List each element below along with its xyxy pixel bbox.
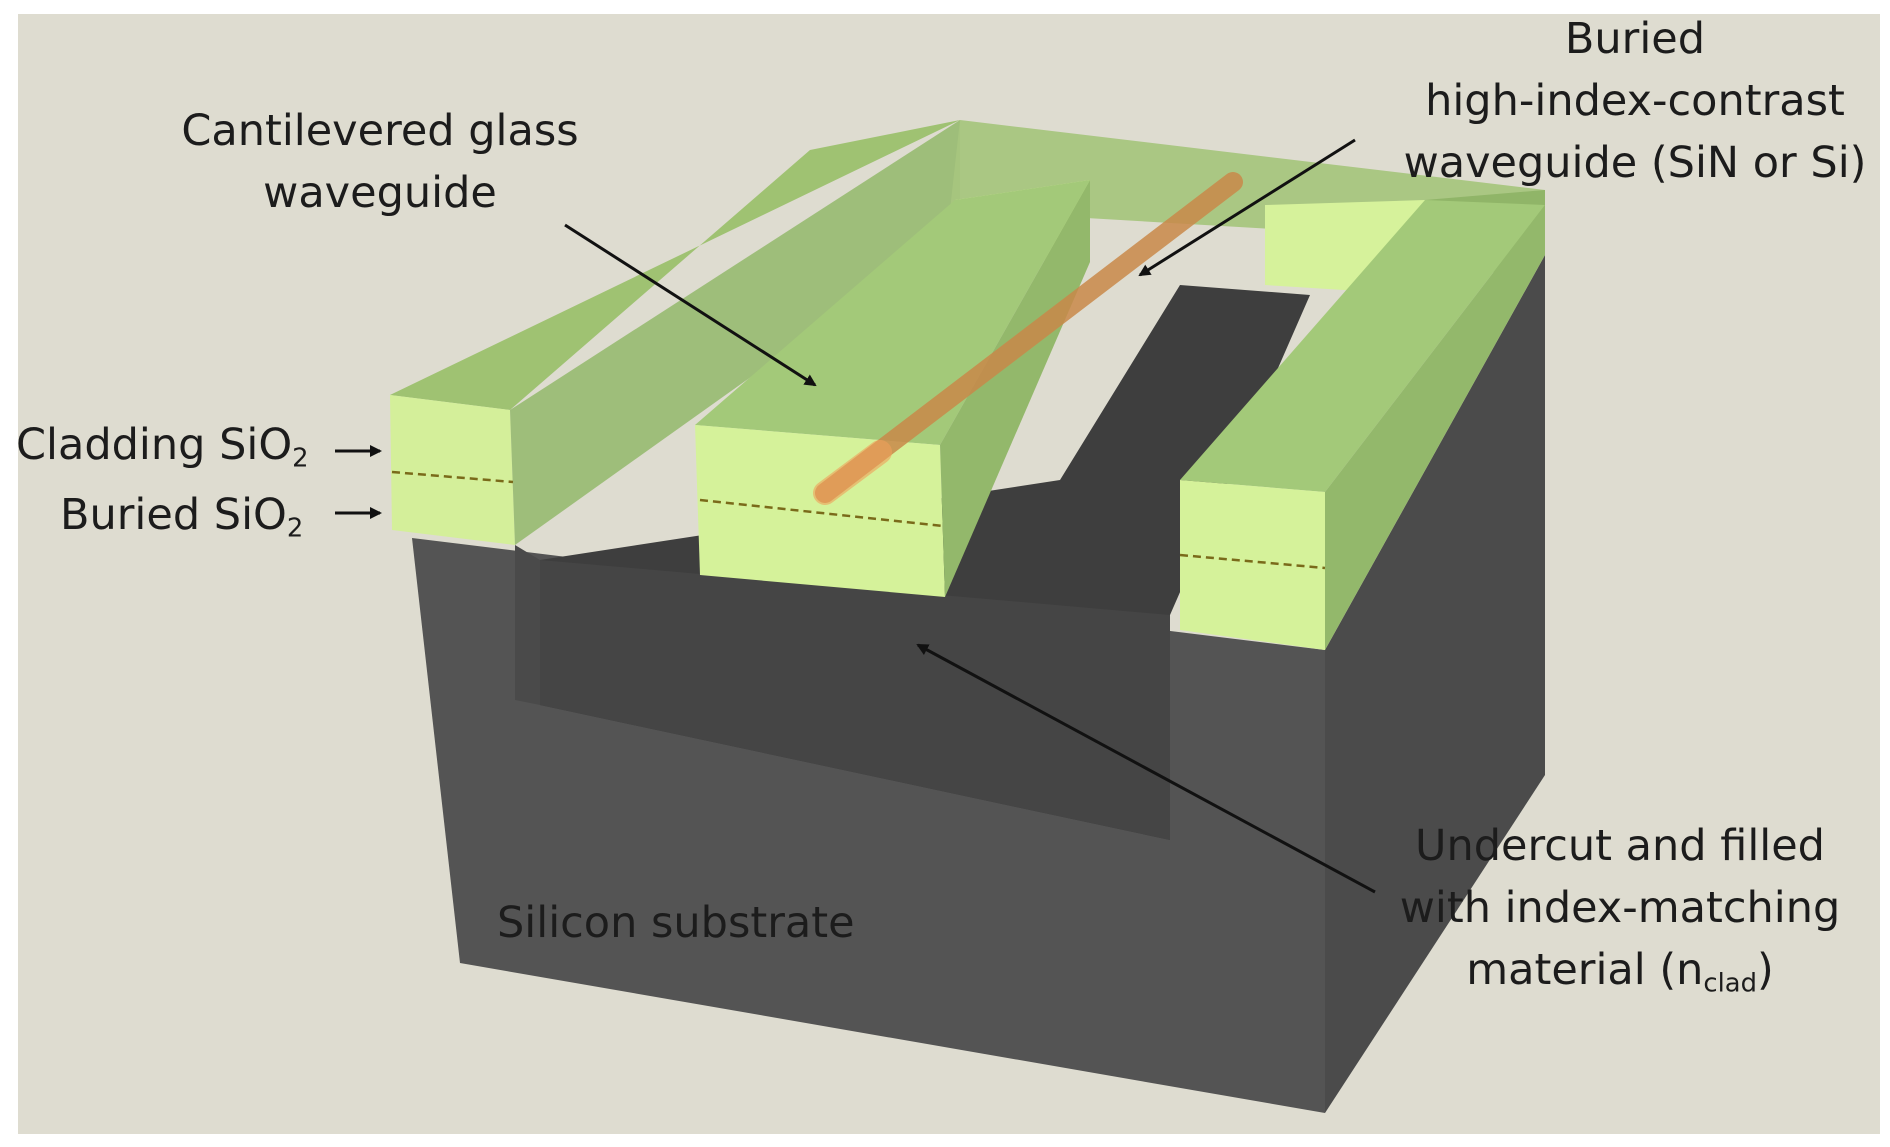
right-rail-dashed-interface	[1179, 553, 1326, 570]
label-undercut-line3-end: )	[1756, 945, 1774, 995]
right-glass-rail	[1179, 200, 1545, 650]
label-undercut-line3-main: material (n	[1466, 945, 1704, 995]
label-undercut-line1: Undercut and filled	[1415, 821, 1825, 871]
label-buried-sio2: Buried SiO2	[60, 484, 303, 546]
center-rail-dashed-interface	[699, 498, 944, 528]
label-buried-waveguide-line2: high-index-contrast	[1425, 76, 1845, 126]
substrate-right-face	[1325, 255, 1545, 1113]
right-rail-front	[1180, 480, 1325, 650]
center-cantilever-waveguide	[695, 180, 1090, 597]
buried-core	[813, 172, 1243, 505]
label-buried-waveguide-line3: waveguide (SiN or Si)	[1403, 138, 1867, 188]
center-rail-top	[695, 180, 1090, 445]
trench-floor	[540, 560, 1170, 840]
arrow-buried-waveguide	[1138, 138, 1356, 277]
label-cantilevered-line1: Cantilevered glass	[181, 106, 579, 156]
label-cladding-sio2: Cladding SiO2	[16, 414, 309, 476]
label-buried-sio2-sub: 2	[286, 513, 304, 544]
label-buried-waveguide: Buried high-index-contrast waveguide (Si…	[1390, 8, 1880, 194]
arrow-undercut	[916, 643, 1376, 894]
left-rail-front	[390, 395, 515, 545]
label-cladding-main: Cladding SiO	[16, 420, 293, 470]
buried-core-strip	[815, 172, 1243, 503]
arrow-cantilevered	[564, 223, 817, 387]
label-undercut: Undercut and filled with index-matching …	[1370, 815, 1870, 1001]
center-rail-front	[695, 425, 945, 597]
label-undercut-line3-sub: clad	[1703, 968, 1757, 999]
right-rail-side	[1325, 205, 1545, 650]
trench-left-wall	[515, 545, 540, 705]
leader-arrows	[335, 138, 1376, 894]
label-cladding-sub: 2	[292, 443, 309, 474]
left-rail-dashed-interface	[391, 470, 514, 484]
label-buried-sio2-main: Buried SiO	[60, 490, 287, 540]
label-cantilevered-line2: waveguide	[263, 168, 497, 218]
label-cantilevered-waveguide: Cantilevered glass waveguide	[150, 100, 610, 224]
label-undercut-line3: material (nclad)	[1370, 939, 1870, 1001]
label-silicon-substrate: Silicon substrate	[497, 898, 855, 948]
left-rail-top	[390, 120, 960, 410]
label-buried-waveguide-line1: Buried	[1564, 14, 1706, 64]
right-rail-top	[1180, 200, 1545, 492]
label-undercut-line2: with index-matching	[1399, 883, 1841, 933]
center-rail-side	[940, 180, 1090, 597]
buried-core-front-glow	[813, 440, 892, 505]
